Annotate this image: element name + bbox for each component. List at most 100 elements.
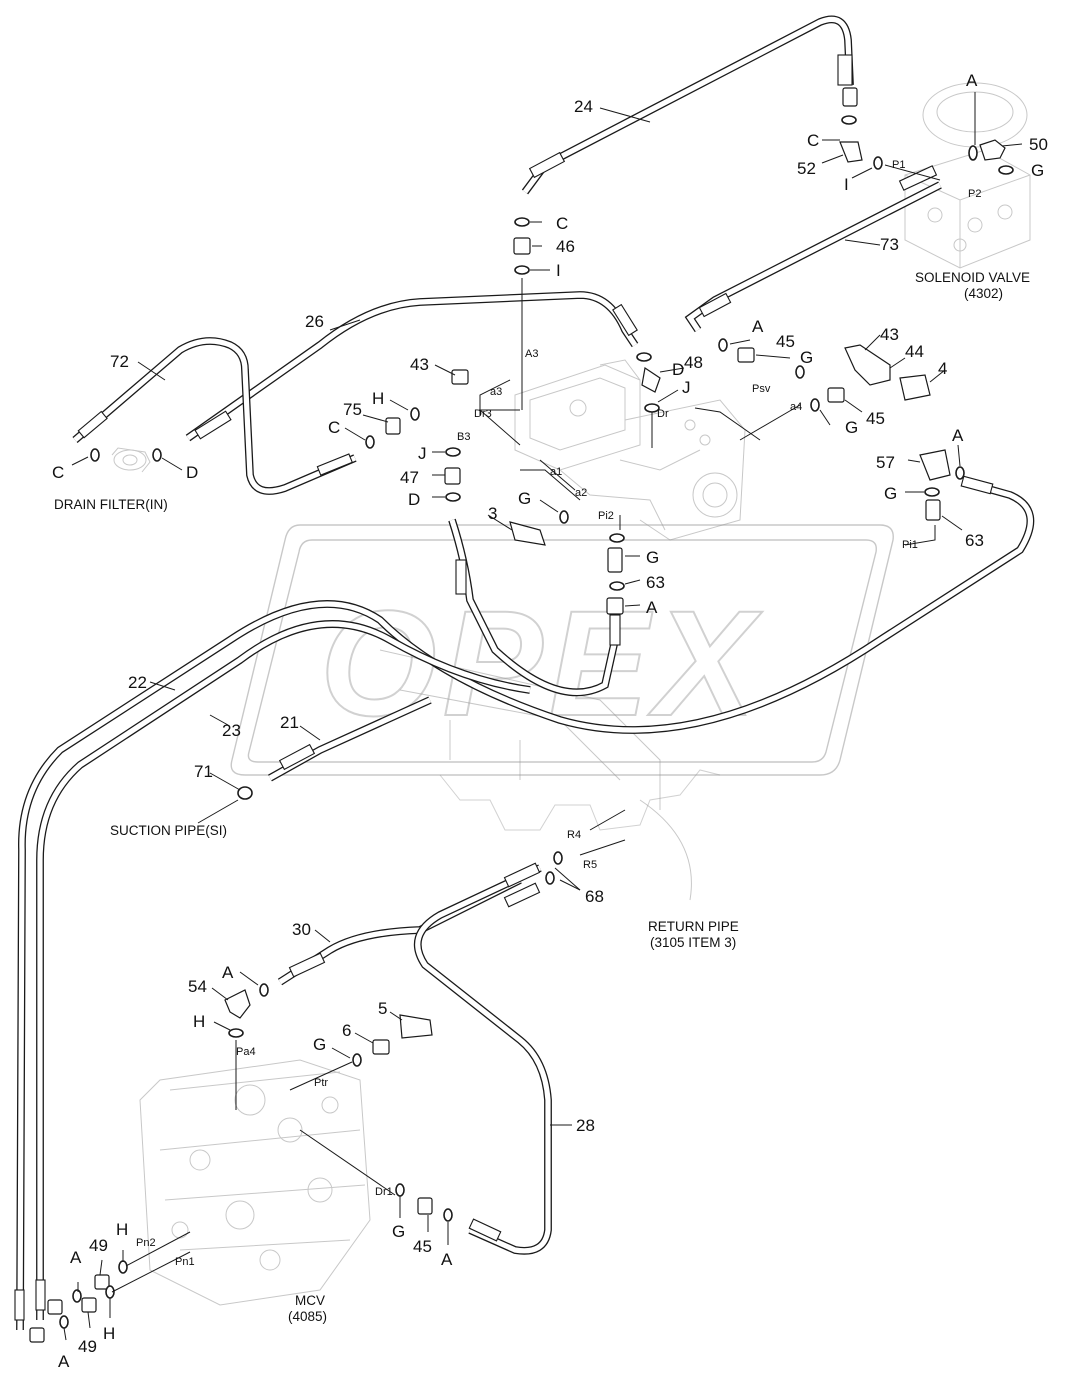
callout-49: 49: [78, 1337, 97, 1356]
opex-watermark: OPEX: [230, 524, 894, 831]
callout-G: G: [884, 484, 897, 503]
port-Dr1: Dr1: [375, 1186, 393, 1198]
port-B3: B3: [457, 431, 470, 443]
callout-G: G: [1031, 161, 1044, 180]
port-R5: R5: [583, 859, 597, 871]
callout-4: 4: [938, 359, 947, 378]
caption-mcv: MCV: [295, 1293, 325, 1308]
callout-H: H: [193, 1012, 205, 1031]
caption-return-pipe-ref: (3105 ITEM 3): [650, 935, 736, 950]
callout-G: G: [646, 548, 659, 567]
callout-D: D: [672, 360, 684, 379]
port-P1: P1: [892, 159, 905, 171]
port-labels: P1 P2 A3 a3 Dr3 B3 Dr Psv a4 a1 a2 Pi2 P…: [136, 159, 981, 1268]
callout-52: 52: [797, 159, 816, 178]
callout-A: A: [646, 598, 658, 617]
mcv-ghost: [139, 1059, 371, 1306]
callout-45: 45: [413, 1237, 432, 1256]
callout-48: 48: [684, 353, 703, 372]
callout-I: I: [556, 261, 561, 280]
port-Dr3: Dr3: [474, 408, 492, 420]
callout-H: H: [372, 389, 384, 408]
hoses: [16, 15, 1035, 1331]
callout-G: G: [518, 489, 531, 508]
callout-G: G: [800, 348, 813, 367]
callout-G: G: [313, 1035, 326, 1054]
port-a1: a1: [550, 466, 562, 478]
caption-solenoid-valve: SOLENOID VALVE: [915, 270, 1030, 285]
port-Pn2: Pn2: [136, 1237, 156, 1249]
port-Pa4: Pa4: [236, 1046, 256, 1058]
port-Psv: Psv: [752, 383, 771, 395]
caption-suction-pipe: SUCTION PIPE(SI): [110, 823, 227, 838]
port-P2: P2: [968, 188, 981, 200]
callout-A: A: [222, 963, 234, 982]
callout-22: 22: [128, 673, 147, 692]
callout-J: J: [418, 444, 427, 463]
callout-23: 23: [222, 721, 241, 740]
caption-drain-filter: DRAIN FILTER(IN): [54, 497, 168, 512]
callout-63: 63: [965, 531, 984, 550]
callout-A: A: [952, 426, 964, 445]
callout-H: H: [103, 1324, 115, 1343]
main-pump-ghost: [514, 359, 746, 541]
callout-labels: 24 C 52 A 50 I G 73 C 46 I 26 72 C D 43 …: [52, 71, 1048, 1371]
callout-5: 5: [378, 999, 387, 1018]
callout-H: H: [116, 1220, 128, 1239]
port-Dr: Dr: [657, 408, 669, 420]
callout-A: A: [752, 317, 764, 336]
callout-57: 57: [876, 453, 895, 472]
callout-54: 54: [188, 977, 207, 996]
port-Pi2: Pi2: [598, 510, 614, 522]
leader-lines: [63, 92, 1023, 1341]
callout-J: J: [682, 378, 691, 397]
callout-3: 3: [488, 504, 497, 523]
callout-A: A: [58, 1352, 70, 1371]
port-a2: a2: [575, 487, 587, 499]
port-R4: R4: [567, 829, 581, 841]
callout-63: 63: [646, 573, 665, 592]
callout-A: A: [70, 1248, 82, 1267]
callout-C: C: [328, 418, 340, 437]
callout-D: D: [186, 463, 198, 482]
callout-A: A: [966, 71, 978, 90]
callout-G: G: [845, 418, 858, 437]
callout-71: 71: [194, 762, 213, 781]
callout-24: 24: [574, 97, 593, 116]
callout-26: 26: [305, 312, 324, 331]
callout-75: 75: [343, 400, 362, 419]
port-Pn1: Pn1: [175, 1256, 195, 1268]
caption-mcv-ref: (4085): [288, 1309, 327, 1324]
component-captions: SOLENOID VALVE (4302) DRAIN FILTER(IN) S…: [54, 270, 1030, 1324]
o-rings: [59, 115, 1014, 1329]
callout-D: D: [408, 490, 420, 509]
callout-68: 68: [585, 887, 604, 906]
callout-49: 49: [89, 1236, 108, 1255]
port-a3: a3: [490, 386, 502, 398]
callout-C: C: [52, 463, 64, 482]
callout-44: 44: [905, 342, 924, 361]
port-Pi1: Pi1: [902, 539, 918, 551]
drain-filter-ghost: [111, 447, 151, 473]
callout-28: 28: [576, 1116, 595, 1135]
callout-6: 6: [342, 1021, 351, 1040]
callout-47: 47: [400, 468, 419, 487]
port-Ptr: Ptr: [314, 1077, 328, 1089]
port-a4: a4: [790, 401, 802, 413]
callout-21: 21: [280, 713, 299, 732]
callout-73: 73: [880, 235, 899, 254]
callout-45: 45: [776, 332, 795, 351]
callout-G: G: [392, 1222, 405, 1241]
callout-30: 30: [292, 920, 311, 939]
callout-46: 46: [556, 237, 575, 256]
callout-50: 50: [1029, 135, 1048, 154]
callout-C: C: [807, 131, 819, 150]
callout-45: 45: [866, 409, 885, 428]
fittings: [29, 87, 1006, 1343]
port-A3: A3: [525, 348, 538, 360]
callout-A: A: [441, 1250, 453, 1269]
callout-I: I: [844, 175, 849, 194]
caption-return-pipe: RETURN PIPE: [648, 919, 739, 934]
callout-C: C: [556, 214, 568, 233]
